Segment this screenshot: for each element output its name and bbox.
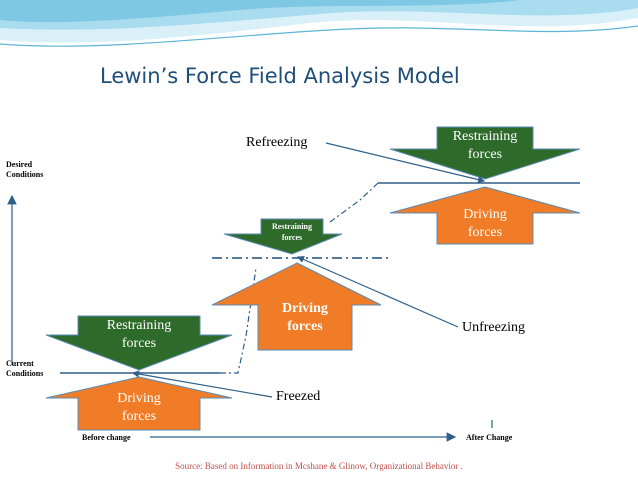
freezed-pointer: [131, 370, 273, 398]
freezed-label: Freezed: [276, 389, 321, 404]
restraining-arrow-low: [45, 315, 233, 371]
unfreezing-pointer: [296, 256, 459, 328]
before-change-label: Before change: [82, 433, 131, 442]
driving-arrow-top: [389, 186, 581, 245]
restraining-arrow-mid: [223, 218, 343, 255]
source-note: Source: Based on Information in Mcshane …: [175, 461, 463, 471]
refreezing-label: Refreezing: [246, 135, 308, 150]
step-connector-lower: [220, 267, 257, 374]
page-title: Lewin’s Force Field Analysis Model: [100, 64, 460, 88]
step-connector-upper: [329, 182, 379, 223]
driving-arrow-low: [45, 376, 233, 431]
driving-arrow-mid: [211, 262, 382, 351]
refreezing-pointer: [325, 142, 486, 184]
unfreezing-label: Unfreezing: [462, 320, 525, 335]
header-wave-decoration: [0, 0, 638, 47]
horizontal-axis: [150, 420, 493, 442]
restraining-arrow-top: [389, 126, 581, 180]
after-change-label: After Change: [466, 433, 513, 442]
